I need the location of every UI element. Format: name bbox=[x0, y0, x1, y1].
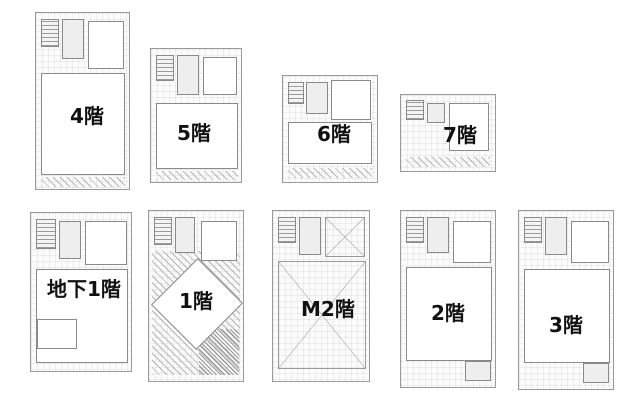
floor-plan-b1: 地下1階 bbox=[30, 212, 132, 372]
core-area bbox=[59, 221, 81, 259]
main-floor-area bbox=[288, 122, 372, 164]
floor-plan-4f: 4階 bbox=[35, 12, 130, 190]
floor-label: 7階 bbox=[443, 123, 477, 147]
floor-label: 4階 bbox=[70, 104, 104, 128]
core-area bbox=[306, 82, 328, 114]
floor-label: 3階 bbox=[549, 313, 583, 337]
room bbox=[331, 80, 371, 120]
storage-room bbox=[37, 319, 77, 349]
staircase bbox=[41, 19, 59, 47]
room bbox=[203, 57, 237, 95]
floor-plan-6f: 6階 bbox=[282, 75, 378, 183]
void-opening bbox=[325, 217, 365, 257]
staircase bbox=[288, 82, 304, 104]
floor-label: 1階 bbox=[179, 289, 213, 313]
main-floor-area bbox=[449, 103, 489, 151]
floor-label: 6階 bbox=[317, 122, 351, 146]
toilet bbox=[583, 363, 609, 383]
floor-label: 地下1階 bbox=[47, 277, 121, 301]
floor-plan-5f: 5階 bbox=[150, 48, 242, 183]
room bbox=[88, 21, 124, 69]
balcony bbox=[288, 168, 372, 178]
staircase bbox=[278, 217, 296, 243]
main-floor-area bbox=[156, 103, 238, 169]
balcony bbox=[41, 177, 125, 187]
room bbox=[201, 221, 237, 261]
floor-plan-3f: 3階 bbox=[518, 210, 614, 390]
core-area bbox=[427, 103, 445, 123]
core-area bbox=[545, 217, 567, 255]
main-floor-area bbox=[278, 261, 366, 369]
staircase bbox=[36, 219, 56, 249]
core-area bbox=[177, 55, 199, 95]
core-area bbox=[299, 217, 321, 255]
staircase bbox=[524, 217, 542, 243]
staircase bbox=[156, 55, 174, 81]
toilet bbox=[465, 361, 491, 381]
core-area bbox=[427, 217, 449, 253]
room bbox=[85, 221, 127, 265]
staircase bbox=[406, 100, 424, 120]
core-area bbox=[175, 217, 195, 253]
staircase bbox=[406, 217, 424, 243]
floor-plan-m2: M2階 bbox=[272, 210, 370, 382]
floor-plan-2f: 2階 bbox=[400, 210, 496, 388]
room bbox=[571, 221, 609, 263]
balcony bbox=[156, 171, 238, 180]
floor-plan-7f: 7階 bbox=[400, 94, 496, 172]
main-floor-area bbox=[406, 267, 492, 361]
main-floor-area bbox=[41, 73, 125, 175]
room bbox=[453, 221, 491, 263]
staircase bbox=[154, 217, 172, 245]
floor-label: M2階 bbox=[301, 297, 355, 321]
floor-plan-1f: 1階 bbox=[148, 210, 244, 382]
balcony bbox=[406, 157, 490, 167]
main-floor-area bbox=[524, 269, 610, 363]
floor-label: 2階 bbox=[431, 301, 465, 325]
floor-label: 5階 bbox=[177, 121, 211, 145]
core-area bbox=[62, 19, 84, 59]
